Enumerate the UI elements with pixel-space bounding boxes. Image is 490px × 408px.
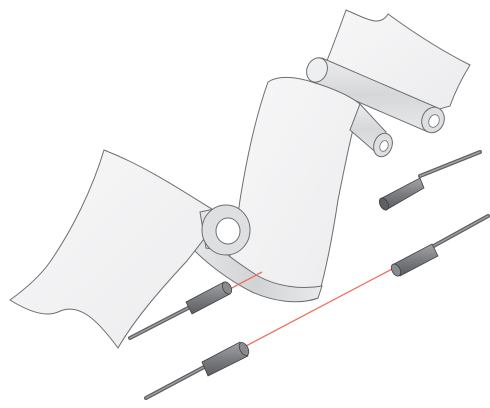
sensor-right-lower xyxy=(389,216,488,278)
paper-web xyxy=(10,10,470,348)
paper-left-sheet xyxy=(10,150,220,348)
paper-middle-sheet xyxy=(228,77,360,301)
sensor-left-lower xyxy=(146,341,251,398)
roller-bottom xyxy=(200,205,250,255)
sensor-right-upper xyxy=(377,152,480,212)
